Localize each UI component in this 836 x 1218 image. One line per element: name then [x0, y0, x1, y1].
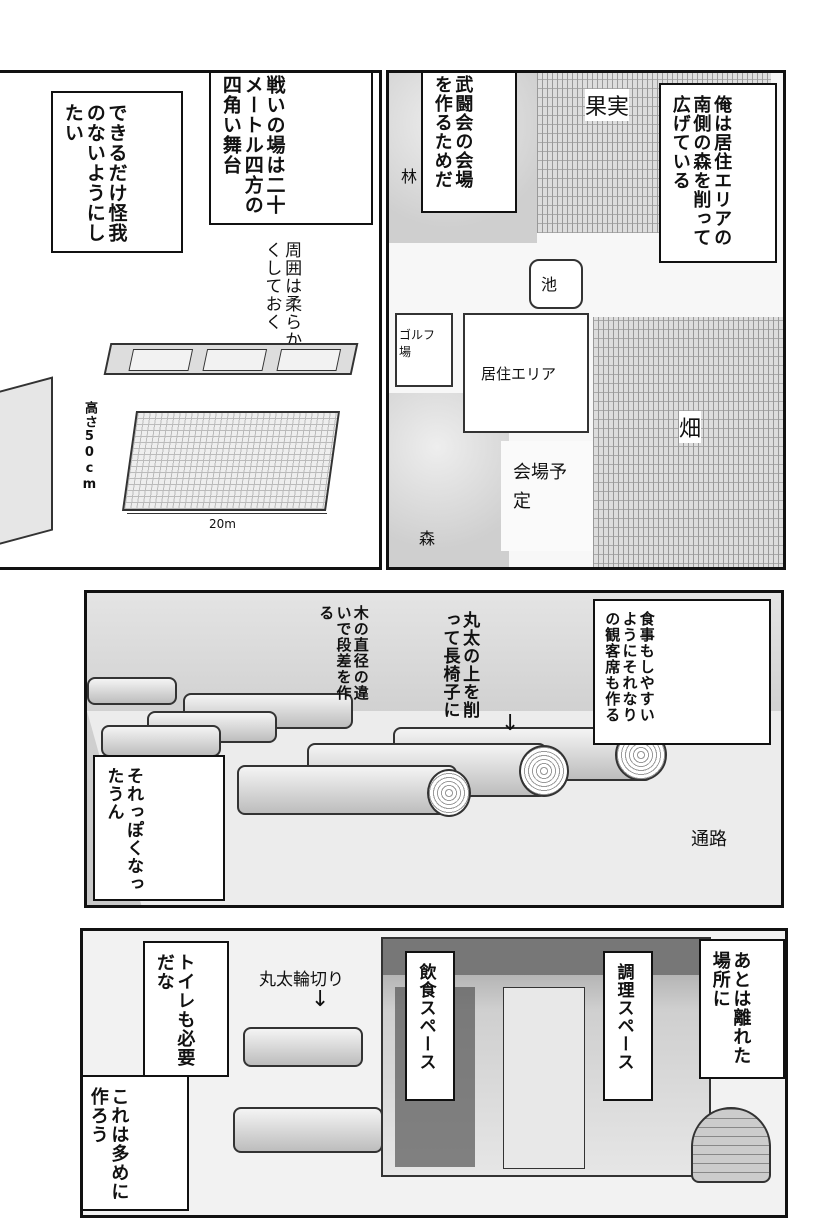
- log-end-7: [427, 769, 471, 817]
- caption-box-many: これは多めに作ろう: [83, 1075, 189, 1211]
- map-golf-area: [395, 313, 453, 387]
- stage-side-view: [103, 343, 359, 375]
- note-log-slices: 丸太輪切り: [259, 970, 344, 990]
- map-label-field: 畑: [679, 411, 702, 443]
- map-venue-area: [501, 441, 593, 551]
- map-residential-area: [463, 313, 589, 433]
- map-label-forest-top: 林: [401, 167, 418, 186]
- arrow-log-slices: ↓: [311, 987, 330, 1012]
- caption-box-cooking: 調理スペース: [603, 951, 653, 1101]
- map-label-golf: ゴルフ場: [399, 328, 436, 359]
- log-slice-table-1: [243, 1027, 363, 1067]
- map-label-forest-bottom: 森: [419, 529, 436, 548]
- stair-fragment: [0, 376, 53, 548]
- map-farm-field: [593, 317, 783, 567]
- caption-box-expansion: 俺は居住エリアの南側の森を削って広げている: [659, 83, 777, 263]
- caption-audience: 食事もしやすいようにそれなりの観客席も作る: [603, 611, 656, 723]
- map-label-pond: 池: [541, 275, 558, 294]
- note-periphery: 周囲は柔らかくしておく: [261, 241, 302, 349]
- caption-done: それっぽくなったうん: [103, 767, 144, 893]
- caption-box-injury: できるだけ怪我のないようにしたい: [51, 91, 183, 253]
- width-arrow: [127, 513, 327, 514]
- caption-eating: 飲食スペース: [415, 963, 436, 1071]
- caption-toilet: トイレも必要だな: [153, 953, 196, 1067]
- panel-stage-diagram: できるだけ怪我のないようにしたい 戦いの場は二十メートル四方の四角い舞台 周囲は…: [0, 70, 382, 570]
- map-label-fruit: 果実: [585, 89, 630, 121]
- caption-box-away: あとは離れた場所に: [699, 939, 785, 1079]
- panel-log-benches: 丸太の上を削って長椅子に ↓ 木の直径の違いで段差を作る 通路 食事もしやすいよ…: [84, 590, 784, 908]
- caption-injury: できるだけ怪我のないようにしたい: [61, 103, 128, 243]
- label-path: 通路: [691, 829, 727, 850]
- caption-venue-purpose: 武闘会の会場を作るためだ: [431, 75, 474, 189]
- label-height: 高さ50cm: [81, 401, 97, 493]
- caption-cooking: 調理スペース: [613, 963, 634, 1071]
- arrow-log-seats: ↓: [501, 711, 520, 736]
- log-bench-1: [87, 677, 177, 705]
- map-label-venue: 会場予定: [513, 462, 567, 512]
- stage-grid: [121, 411, 341, 511]
- caption-away: あとは離れた場所に: [709, 951, 752, 1065]
- map-pond-area: [529, 259, 583, 309]
- caption-box-venue-purpose: 武闘会の会場を作るためだ: [421, 73, 517, 213]
- note-steps: 木の直径の違いで段差を作る: [317, 605, 370, 701]
- log-slice-table-2: [233, 1107, 383, 1153]
- log-bench-7: [237, 765, 457, 815]
- stone-oven: [691, 1107, 771, 1183]
- panel-area-map: 果実 林 池 ゴルフ場 居住エリア 畑 会場予定 森 武闘会の会場を作るためだ …: [386, 70, 786, 570]
- log-end-6: [519, 745, 569, 797]
- caption-box-audience: 食事もしやすいようにそれなりの観客席も作る: [593, 599, 771, 745]
- panel-facilities: 丸太輪切り ↓ あとは離れた場所に 調理スペース 飲食スペース トイレも必要だな…: [80, 928, 788, 1218]
- caption-box-done: それっぽくなったうん: [93, 755, 225, 901]
- note-log-seats: 丸太の上を削って長椅子に: [439, 611, 480, 719]
- caption-expansion: 俺は居住エリアの南側の森を削って広げている: [669, 95, 733, 247]
- map-label-residential: 居住エリア: [481, 365, 557, 383]
- caption-many: これは多めに作ろう: [87, 1087, 130, 1201]
- log-bench-4: [101, 725, 221, 757]
- caption-stage: 戦いの場は二十メートル四方の四角い舞台: [219, 75, 286, 215]
- caption-box-toilet: トイレも必要だな: [143, 941, 229, 1077]
- caption-box-eating: 飲食スペース: [405, 951, 455, 1101]
- caption-box-stage: 戦いの場は二十メートル四方の四角い舞台: [209, 73, 373, 225]
- label-width: 20m: [209, 517, 236, 531]
